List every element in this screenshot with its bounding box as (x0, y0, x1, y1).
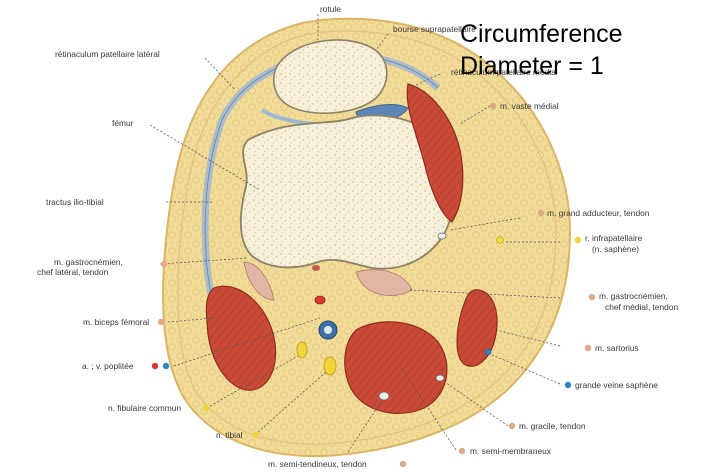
label-poplitee: a. ; v. poplitée (82, 361, 134, 371)
dot-fibulaire (203, 405, 209, 411)
dot-vaste-medial (490, 103, 496, 109)
overlay-line-circumference: Circumference (460, 22, 623, 47)
label-gastro-lateral-2: chef latéral, tendon (37, 267, 109, 277)
common-fibular-nerve (297, 342, 307, 358)
label-infrapatellaire-1: r. infrapatellaire (585, 233, 643, 243)
label-gracile: m. gracile, tendon (519, 421, 586, 431)
gracilis-tendon-node (436, 375, 444, 381)
semitendinosus-tendon-node (379, 392, 389, 400)
dot-sartorius (585, 345, 591, 351)
dot-semi-membraneux (459, 448, 465, 454)
label-gastro-medial-1: m. gastrocnémien, (599, 291, 668, 301)
label-sartorius: m. sartorius (595, 343, 639, 353)
label-gastro-lateral-1: m. gastrocnémien, (54, 257, 123, 267)
label-gastro-medial-2: chef médial, tendon (605, 302, 678, 312)
label-retinaculum-lateral: rétinaculum patellaire latéral (55, 49, 160, 59)
label-tractus: tractus ilio-tibial (46, 197, 104, 207)
label-vaste-medial: m. vaste médial (500, 101, 559, 111)
label-biceps: m. biceps fémoral (83, 317, 149, 327)
tibial-nerve (324, 357, 336, 375)
dot-infrapatellaire (575, 237, 581, 243)
dot-semi-tendineux (400, 461, 406, 467)
semimembranosus (345, 322, 447, 414)
dot-poplitee-vein (163, 363, 169, 369)
dot-gastro-medial (589, 294, 595, 300)
dot-grand-adducteur (538, 210, 544, 216)
label-semi-membraneux: m. semi-membraneux (470, 446, 552, 456)
popliteal-artery (315, 296, 325, 304)
dot-biceps (158, 319, 164, 325)
label-grand-adducteur: m. grand adducteur, tendon (547, 208, 650, 218)
adductor-tendon-node (438, 233, 446, 239)
dot-gastro-lateral (161, 261, 167, 267)
label-tibial: n. tibial (216, 430, 243, 440)
label-grande-veine: grande veine saphène (575, 380, 658, 390)
overlay-line-diameter: Diameter = 1 (460, 54, 604, 79)
dot-gracile (509, 423, 515, 429)
popliteal-vein-lumen (324, 326, 332, 334)
vessel-small (312, 265, 320, 271)
dot-poplitee-artery (152, 363, 158, 369)
dot-grande-veine (565, 382, 571, 388)
label-rotule: rotule (320, 4, 341, 14)
label-semi-tendineux: m. semi-tendineux, tendon (268, 459, 367, 469)
dot-tibial (253, 432, 259, 438)
infrapatellar-node (497, 237, 504, 244)
label-fibulaire: n. fibulaire commun (108, 403, 181, 413)
label-femur: fémur (112, 118, 134, 128)
label-infrapatellaire-2: (n. saphène) (592, 244, 639, 254)
